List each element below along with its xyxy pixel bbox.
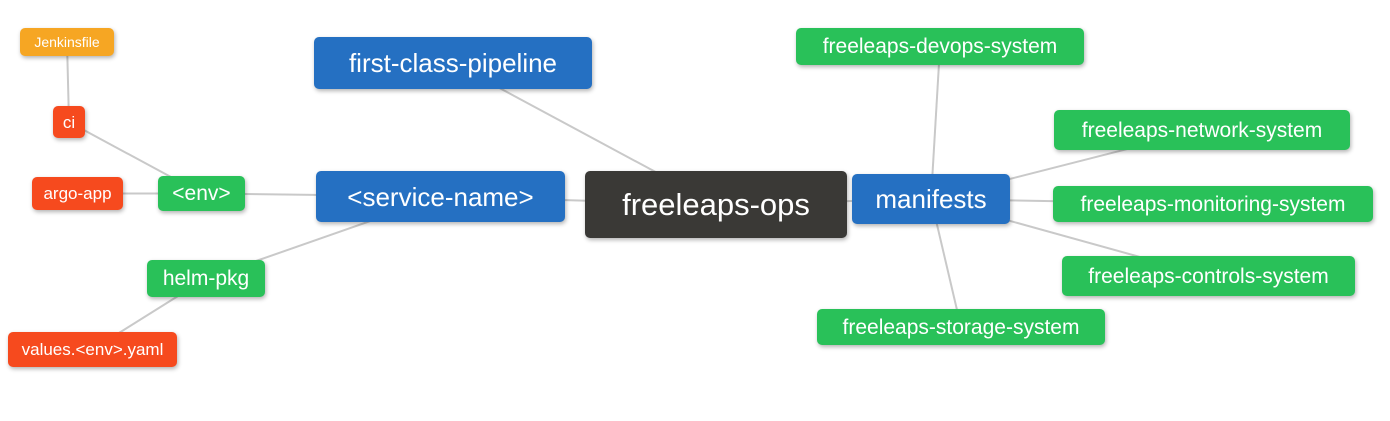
node-devops-system[interactable]: freeleaps-devops-system bbox=[796, 28, 1084, 65]
node-label-network-system: freeleaps-network-system bbox=[1081, 118, 1323, 142]
node-label-service-name: <service-name> bbox=[347, 181, 534, 212]
node-label-values-env-yaml: values.<env>.yaml bbox=[21, 340, 164, 359]
node-label-controls-system: freeleaps-controls-system bbox=[1088, 264, 1329, 288]
node-manifests[interactable]: manifests bbox=[852, 174, 1010, 224]
node-label-monitoring-system: freeleaps-monitoring-system bbox=[1080, 192, 1346, 216]
node-values-env-yaml[interactable]: values.<env>.yaml bbox=[8, 332, 177, 367]
connector-manifests-to-devops-system bbox=[930, 46, 941, 200]
node-label-freeleaps-ops: freeleaps-ops bbox=[622, 187, 810, 222]
node-jenkinsfile[interactable]: Jenkinsfile bbox=[20, 28, 114, 56]
node-label-devops-system: freeleaps-devops-system bbox=[822, 35, 1058, 58]
node-label-manifests: manifests bbox=[875, 184, 987, 214]
node-label-jenkinsfile: Jenkinsfile bbox=[34, 34, 100, 50]
node-storage-system[interactable]: freeleaps-storage-system bbox=[817, 309, 1105, 345]
node-first-class-pipeline[interactable]: first-class-pipeline bbox=[314, 37, 592, 89]
node-argo-app[interactable]: argo-app bbox=[32, 177, 123, 210]
node-label-helm-pkg: helm-pkg bbox=[162, 267, 250, 290]
node-freeleaps-ops[interactable]: freeleaps-ops bbox=[585, 171, 847, 238]
node-label-ci: ci bbox=[62, 112, 76, 132]
node-controls-system[interactable]: freeleaps-controls-system bbox=[1062, 256, 1355, 296]
node-label-argo-app: argo-app bbox=[43, 184, 112, 203]
node-service-name[interactable]: <service-name> bbox=[316, 171, 565, 222]
node-label-env: <env> bbox=[172, 182, 231, 205]
node-env[interactable]: <env> bbox=[158, 176, 245, 211]
node-monitoring-system[interactable]: freeleaps-monitoring-system bbox=[1053, 186, 1373, 222]
node-label-storage-system: freeleaps-storage-system bbox=[842, 315, 1080, 339]
node-label-first-class-pipeline: first-class-pipeline bbox=[348, 48, 558, 78]
node-ci[interactable]: ci bbox=[53, 106, 85, 138]
node-network-system[interactable]: freeleaps-network-system bbox=[1054, 110, 1350, 150]
node-helm-pkg[interactable]: helm-pkg bbox=[147, 260, 265, 297]
